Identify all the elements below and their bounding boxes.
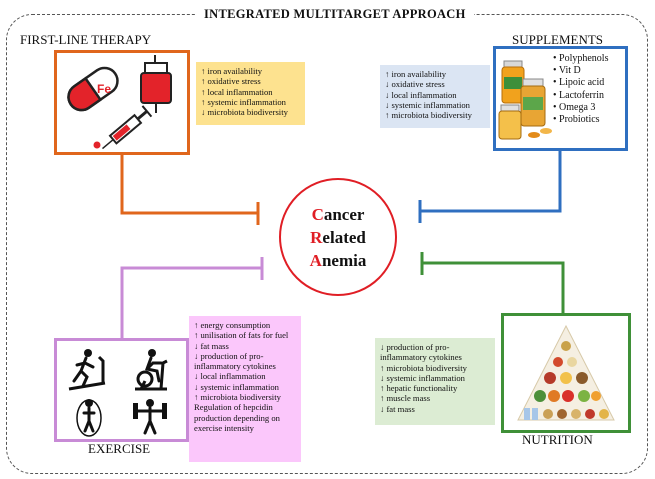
effect-item: ↑ oxidative stress [201, 76, 261, 87]
center-initial-r: R [310, 227, 323, 247]
list-item: • Polyphenols [553, 53, 609, 64]
blood-drop-icon [93, 141, 101, 149]
effect-item: ↓ systemic inflammation [385, 99, 470, 110]
capsule-icon [528, 132, 540, 138]
list-item: • Probiotics [553, 114, 600, 126]
list-item: • Omega 3 [553, 101, 596, 113]
food-pyramid-illustration [517, 324, 615, 421]
effect-item: ↑ iron availability [201, 66, 263, 76]
bottle-icon [520, 78, 546, 127]
bottle-icon [501, 60, 525, 104]
effect-item: ↓ production of pro-inflammatory cytokin… [380, 342, 462, 363]
first-line-connector [120, 152, 260, 225]
effect-item: ↑ muscle mass [380, 393, 431, 404]
list-item: • Lactoferrin [553, 89, 604, 101]
effect-item: ↑ microbiota biodiversity [194, 392, 281, 403]
center-initial-a: A [309, 250, 322, 270]
supplement-bottles-illustration [498, 60, 552, 140]
effect-item: ↓ local inflammation [385, 89, 457, 100]
center-word-anemia: nemia [321, 250, 367, 270]
center-word-cancer: ancer [323, 204, 365, 224]
effect-item: Regulation of hepcidin production depend… [194, 402, 280, 433]
supplements-effects: ↑ iron availability ↓ oxidative stress ↓… [380, 65, 490, 128]
pill-label: Fe [97, 82, 111, 96]
blood-bag-icon [140, 55, 172, 113]
exercise-connector [120, 257, 264, 340]
effect-item: ↓ fat mass [194, 340, 229, 351]
list-item: • Vit D [553, 65, 581, 77]
supplements-connector [418, 148, 562, 223]
exercise-icon-box [54, 338, 189, 442]
effect-item: ↑ hepatic functionality [380, 383, 458, 394]
effect-item: ↓ systemic inflammation [194, 381, 279, 392]
diagram-title: INTEGRATED MULTITARGET APPROACH [196, 7, 474, 22]
effect-item: ↓ local inflammation [194, 371, 266, 382]
effect-item: ↓ oxidative stress [385, 79, 445, 90]
syringe-icon [102, 105, 153, 150]
exercise-bike-icon [135, 349, 168, 391]
exercise-illustration [68, 349, 168, 437]
effect-item: ↓ microbiota biodiversity [201, 107, 288, 118]
effect-item: ↑ unilisation of fats for fuel [194, 330, 289, 341]
pill-icon: Fe [67, 66, 119, 112]
effect-item: ↑ microbiota biodiversity [380, 362, 467, 373]
nutrition-effects: ↓ production of pro-inflammatory cytokin… [375, 338, 495, 425]
list-item: • Lipoic acid [553, 77, 605, 89]
effect-item: ↑ systemic inflammation [201, 96, 286, 107]
exercise-effects: ↑ energy consumption ↑ unilisation of fa… [189, 316, 301, 462]
center-word-related: elated [322, 227, 366, 247]
food-icon [524, 341, 609, 420]
nutrition-title: NUTRITION [522, 432, 593, 447]
effect-item: ↑ microbiota biodiversity [385, 110, 472, 121]
effect-item: ↑ local inflammation [201, 86, 273, 97]
center-initial-c: C [311, 204, 324, 224]
bottle-icon [498, 104, 522, 140]
supplements-title: SUPPLEMENTS [512, 32, 604, 47]
effect-item: ↓ production of pro-inflammatory cytokin… [194, 350, 276, 372]
cancer-related-anemia-circle: Cancer Related Anemia [279, 178, 397, 296]
supplements-list: • Polyphenols • Vit D • Lipoic acid • La… [553, 53, 608, 126]
exercise-title: EXERCISE [88, 441, 151, 456]
treadmill-icon [68, 349, 106, 391]
nutrition-icon-box [501, 313, 631, 433]
effect-item: ↑ iron availability [385, 69, 447, 79]
first-line-title: FIRST-LINE THERAPY [20, 32, 152, 47]
first-line-effects: ↑ iron availability ↑ oxidative stress ↑… [196, 62, 305, 125]
effect-item: ↓ systemic inflammation [380, 372, 465, 383]
effect-item: ↓ fat mass [380, 403, 415, 414]
capsule-icon [540, 128, 552, 134]
supplements-icon-box [493, 46, 628, 151]
first-line-illustration: Fe [67, 55, 172, 150]
weightlifting-icon [133, 399, 167, 435]
jump-rope-icon [76, 399, 102, 437]
nutrition-connector [420, 252, 565, 316]
first-line-icon-box: Fe [54, 50, 190, 155]
effect-item: ↑ energy consumption [194, 320, 271, 330]
